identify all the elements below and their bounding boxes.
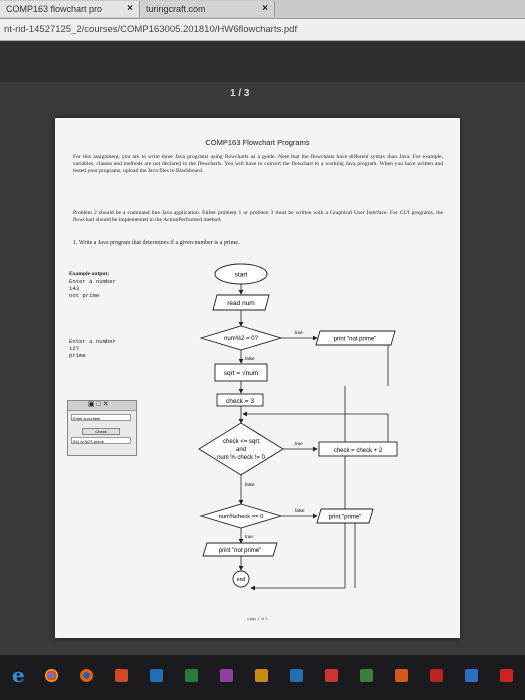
example-line: Enter a number bbox=[69, 278, 116, 285]
gui-number-field: Enter a number bbox=[71, 414, 131, 421]
chrome-icon[interactable] bbox=[45, 669, 58, 682]
tab-flowchart[interactable]: COMP163 flowchart pro × bbox=[0, 1, 140, 17]
app-icon[interactable] bbox=[115, 669, 128, 682]
taskbar: e bbox=[0, 655, 525, 700]
flow-true-label: true bbox=[295, 441, 303, 446]
task-heading: 1. Write a Java program that determines … bbox=[73, 240, 240, 246]
example-line: not prime bbox=[69, 292, 100, 299]
example-heading: Example output: bbox=[69, 271, 110, 277]
close-tab-icon[interactable]: × bbox=[262, 3, 268, 14]
app-icon[interactable] bbox=[150, 669, 163, 682]
app-icon[interactable] bbox=[290, 669, 303, 682]
page-footer: page 1 of 3 bbox=[247, 616, 268, 621]
close-tab-icon[interactable]: × bbox=[127, 3, 133, 14]
app-icon[interactable] bbox=[500, 669, 513, 682]
gui-check-button: Check bbox=[82, 428, 120, 435]
gui-title-bar: ▣ □ ✕ bbox=[68, 401, 136, 411]
flow-print-not-prime: print "not prime" bbox=[334, 337, 377, 343]
app-icon[interactable] bbox=[255, 669, 268, 682]
firefox-icon[interactable] bbox=[80, 669, 93, 682]
app-icon[interactable] bbox=[185, 669, 198, 682]
app-icon[interactable] bbox=[360, 669, 373, 682]
flow-true-label: true bbox=[245, 534, 253, 539]
tab-label: turingcraft.com bbox=[146, 4, 206, 14]
app-icon[interactable] bbox=[395, 669, 408, 682]
tab-turingcraft[interactable]: turingcraft.com × bbox=[140, 1, 275, 17]
pdf-toolbar bbox=[0, 42, 525, 82]
gui-result-label: 511 is NOT prime bbox=[71, 437, 131, 444]
flow-true-label: true bbox=[295, 330, 303, 335]
flow-cond-even: num%2 = 0? bbox=[224, 336, 259, 342]
app-icon[interactable] bbox=[430, 669, 443, 682]
window-controls-icon: ▣ □ ✕ bbox=[88, 401, 109, 408]
flow-false-label: false bbox=[245, 356, 255, 361]
flow-start: start bbox=[235, 272, 248, 279]
example-line: 127 bbox=[69, 345, 80, 352]
intro-paragraph: For this assignment, you are to write th… bbox=[73, 154, 443, 174]
flow-false-label: false bbox=[245, 482, 255, 487]
pdf-page: COMP163 Flowchart Programs For this assi… bbox=[55, 118, 460, 638]
example-line: prime bbox=[69, 352, 86, 359]
address-bar[interactable]: nt-rid-14527125_2/courses/COMP163005.201… bbox=[0, 19, 525, 41]
tab-label: COMP163 flowchart pro bbox=[6, 4, 103, 14]
flow-read-num: read num bbox=[227, 300, 254, 307]
page-indicator: 1 / 3 bbox=[230, 88, 250, 99]
flowchart: start read num num%2 = 0? true false pri… bbox=[198, 263, 398, 591]
flow-end: end bbox=[237, 577, 246, 583]
app-icon[interactable] bbox=[325, 669, 338, 682]
problem2-paragraph: Problem 2 should be a command line Java … bbox=[73, 210, 443, 223]
flow-print-prime: print "prime" bbox=[329, 515, 362, 521]
example-output-2: Enter a number 127 prime bbox=[69, 338, 116, 359]
flow-print-not-prime: print "not prime" bbox=[219, 548, 262, 554]
example-line: Enter a number bbox=[69, 338, 116, 345]
flow-loop-line: check <= sqrt bbox=[223, 439, 259, 445]
app-icon[interactable] bbox=[220, 669, 233, 682]
app-icon[interactable] bbox=[465, 669, 478, 682]
example-output-1: Example output: Enter a number 143 not p… bbox=[69, 270, 116, 299]
gui-example-window: ▣ □ ✕ Enter a number Check 511 is NOT pr… bbox=[67, 400, 137, 456]
internet-explorer-icon[interactable]: e bbox=[12, 663, 25, 687]
flow-cond-divisible: num%check == 0 bbox=[219, 514, 264, 520]
flow-loop-line: and bbox=[236, 447, 246, 453]
example-line: 143 bbox=[69, 285, 80, 292]
page-title: COMP163 Flowchart Programs bbox=[205, 138, 310, 147]
flow-loop-line: num % check != 0 bbox=[217, 455, 266, 461]
flow-sqrt: sqrt = √num bbox=[224, 369, 258, 377]
flow-false-label: false bbox=[295, 508, 305, 513]
flow-check-init: check = 3 bbox=[226, 398, 254, 405]
browser-tab-bar: COMP163 flowchart pro × turingcraft.com … bbox=[0, 0, 525, 19]
flow-increment: check = check + 2 bbox=[334, 448, 383, 454]
